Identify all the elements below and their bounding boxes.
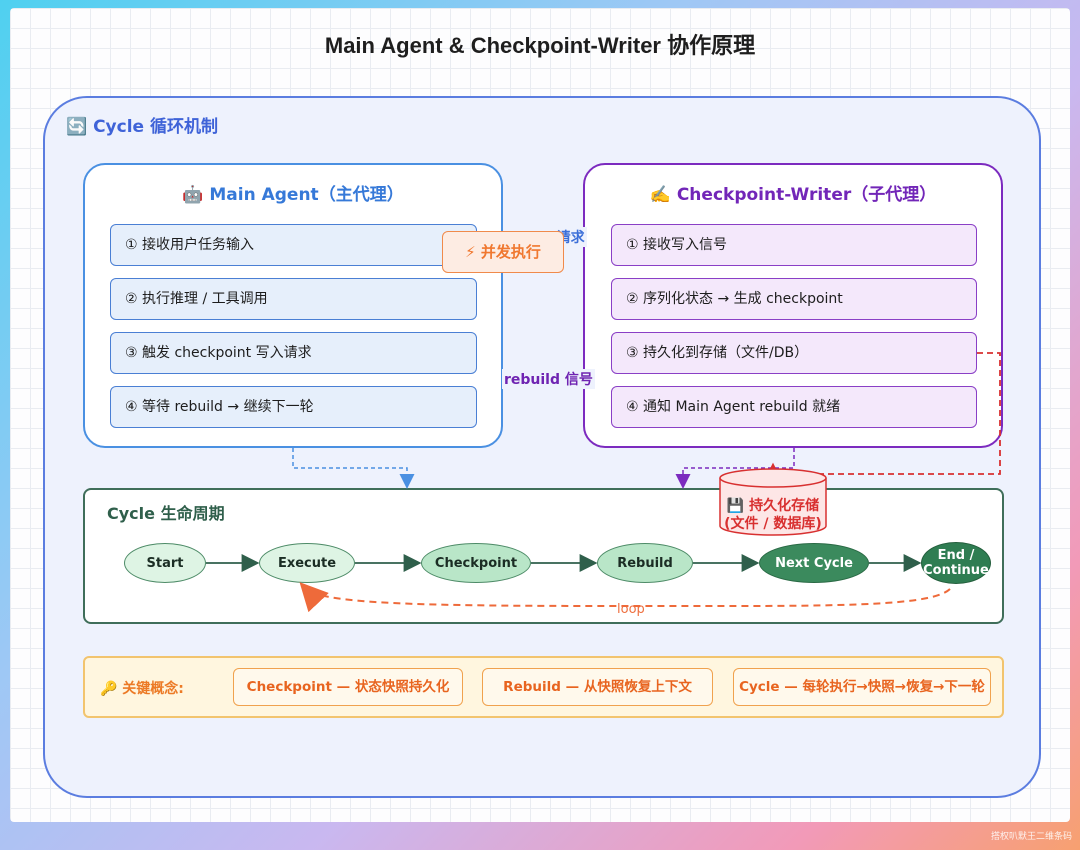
end-node-line-2: Continue bbox=[923, 563, 989, 578]
key-concepts-label: 🔑 关键概念: bbox=[100, 681, 184, 697]
concept-checkpoint[interactable]: Checkpoint — 状态快照持久化 bbox=[233, 668, 463, 706]
concurrent-execution-badge[interactable]: ⚡ 并发执行 bbox=[442, 231, 564, 273]
node-start[interactable]: Start bbox=[124, 543, 206, 583]
page-title: Main Agent & Checkpoint-Writer 协作原理 bbox=[324, 33, 756, 58]
writer-step-2[interactable]: ② 序列化状态 → 生成 checkpoint bbox=[611, 278, 977, 320]
checkpoint-writer-title: ✍️ Checkpoint-Writer（子代理） bbox=[649, 185, 937, 205]
writer-step-4[interactable]: ④ 通知 Main Agent rebuild 就绪 bbox=[611, 386, 977, 428]
node-next-cycle[interactable]: Next Cycle bbox=[759, 543, 869, 583]
main-agent-step-2[interactable]: ② 执行推理 / 工具调用 bbox=[110, 278, 477, 320]
concept-cycle[interactable]: Cycle — 每轮执行→快照→恢复→下一轮 bbox=[733, 668, 991, 706]
concept-rebuild[interactable]: Rebuild — 从快照恢复上下文 bbox=[482, 668, 713, 706]
cycle-title: 🔄 Cycle 循环机制 bbox=[66, 117, 218, 137]
main-agent-title: 🤖 Main Agent（主代理） bbox=[182, 185, 404, 205]
writer-step-1[interactable]: ① 接收写入信号 bbox=[611, 224, 977, 266]
node-rebuild[interactable]: Rebuild bbox=[597, 543, 693, 583]
end-node-line-1: End / bbox=[937, 548, 975, 563]
main-agent-step-3[interactable]: ③ 触发 checkpoint 写入请求 bbox=[110, 332, 477, 374]
node-checkpoint[interactable]: Checkpoint bbox=[421, 543, 531, 583]
watermark: 搭权叭默王二维条码 bbox=[990, 832, 1072, 842]
rebuild-signal-label: rebuild 信号 bbox=[502, 369, 595, 389]
storage-label: 💾 持久化存储 (文件 / 数据库) bbox=[718, 497, 828, 533]
node-execute[interactable]: Execute bbox=[259, 543, 355, 583]
main-agent-step-1[interactable]: ① 接收用户任务输入 bbox=[110, 224, 477, 266]
main-agent-step-4[interactable]: ④ 等待 rebuild → 继续下一轮 bbox=[110, 386, 477, 428]
writer-step-3[interactable]: ③ 持久化到存储（文件/DB） bbox=[611, 332, 977, 374]
lifecycle-title: Cycle 生命周期 bbox=[107, 504, 225, 523]
storage-label-line-2: (文件 / 数据库) bbox=[724, 516, 822, 532]
node-end-continue[interactable]: End /Continue bbox=[921, 542, 991, 584]
storage-label-line-1: 💾 持久化存储 bbox=[726, 498, 820, 514]
loop-label: loop bbox=[617, 602, 645, 617]
